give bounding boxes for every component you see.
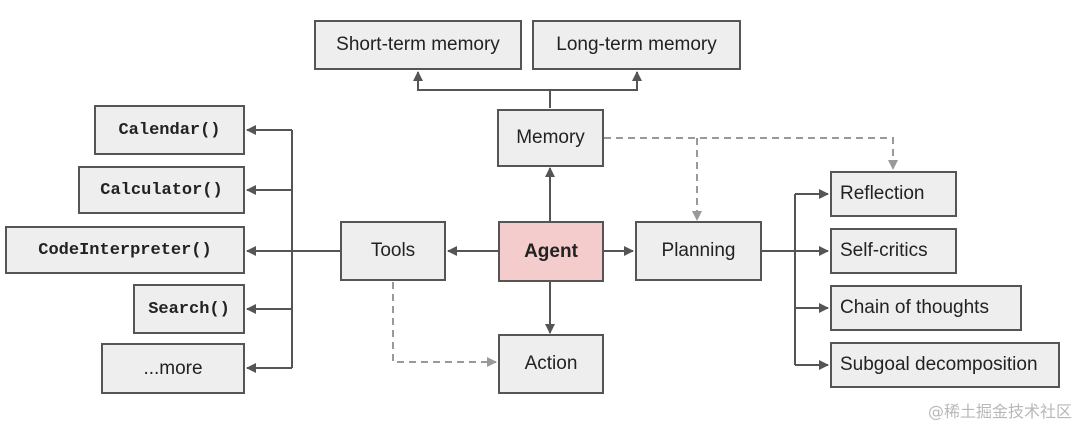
search-tool-node: Search() — [133, 284, 245, 334]
more-tools-node: ...more — [101, 343, 245, 394]
edge-tools-to-action-dashed — [392, 282, 497, 367]
watermark: @稀土掘金技术社区 — [927, 402, 1072, 421]
edge-memory-stem — [413, 71, 551, 108]
memory-node: Memory — [497, 109, 604, 167]
long-term-memory-node: Long-term memory — [532, 20, 741, 70]
chain-of-thoughts-node: Chain of thoughts — [830, 285, 1022, 331]
tools-node: Tools — [340, 221, 446, 281]
agent-node: Agent — [498, 221, 604, 282]
action-node: Action — [498, 334, 604, 394]
short-term-memory-node: Short-term memory — [314, 20, 522, 70]
edge-memory-to-long-term — [550, 71, 642, 91]
self-critics-node: Self-critics — [830, 228, 957, 274]
code-interpreter-tool-node: CodeInterpreter() — [5, 226, 245, 274]
calendar-tool-node: Calendar() — [94, 105, 245, 155]
calculator-tool-node: Calculator() — [78, 166, 245, 214]
subgoal-decomposition-node: Subgoal decomposition — [830, 342, 1060, 388]
reflection-node: Reflection — [830, 171, 957, 217]
edge-memory-to-reflection-dashed — [604, 137, 898, 170]
planning-node: Planning — [635, 221, 762, 281]
